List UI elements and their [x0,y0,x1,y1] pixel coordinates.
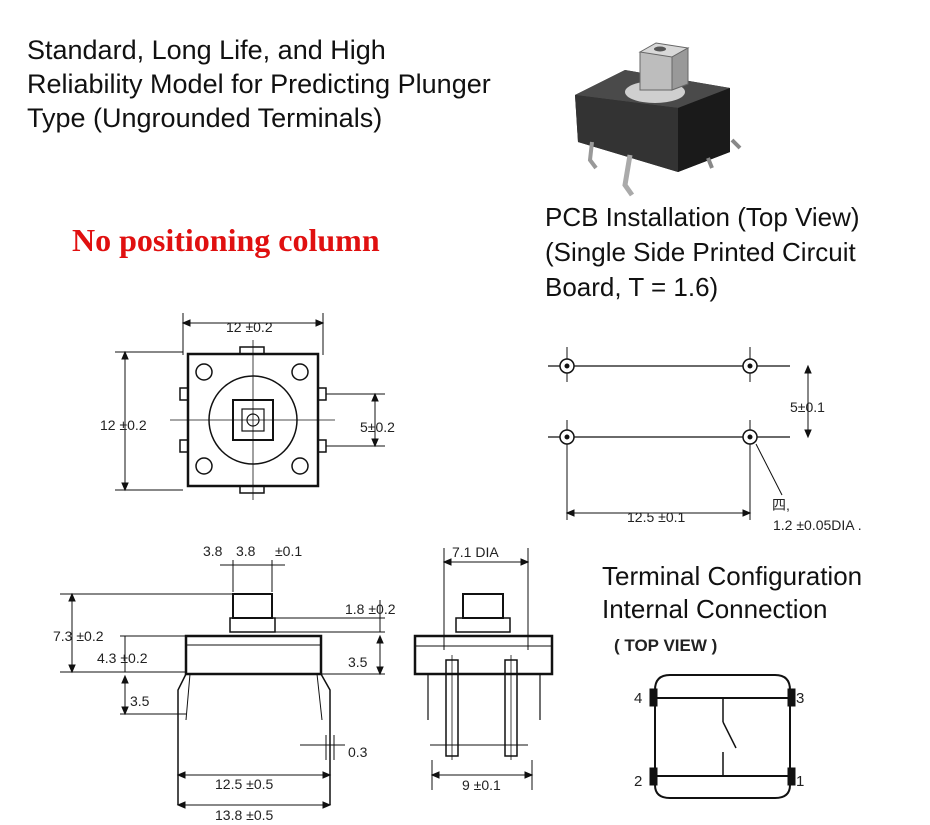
pin-spacing-label: 9 ±0.1 [462,777,501,793]
plunger-height-label: 1.8 ±0.2 [345,601,396,617]
pcb-title-line-2: (Single Side Printed Circuit [545,237,856,267]
title-line-2: Reliability Model for Predicting Plunger [27,69,491,99]
pcb-vertical-dim: 5±0.1 [790,399,825,415]
top-view-label: ( TOP VIEW ) [614,636,718,655]
title-line-1: Standard, Long Life, and High [27,35,386,65]
pin-4-label: 4 [634,690,642,707]
body-height-label: 4.3 ±0.2 [97,650,148,666]
plunger-dia-label: 7.1 DIA [452,544,499,560]
pcb-hole-note-2: 1.2 ±0.05DIA . [773,517,862,533]
pin-width-label: 0.3 [348,744,368,760]
pcb-horizontal-dim: 12.5 ±0.1 [627,509,685,525]
pcb-title-line-3: Board, T = 1.6) [545,272,719,302]
side-dim-2: 3.8 [236,543,256,559]
pcb-hole-pattern [548,347,812,520]
top-pitch-label: 5±0.2 [360,419,395,435]
terminal-config-title: Terminal Configuration Internal Connecti… [602,560,862,626]
terminal-title-line-1: Terminal Configuration [602,561,863,591]
diagram-title: Standard, Long Life, and High Reliabilit… [27,33,491,135]
pin-2-label: 2 [634,773,642,790]
pin-length-label: 3.5 [130,693,150,709]
pin-3-label: 3 [796,690,804,707]
top-view-drawing [115,313,385,500]
base-height-label: 3.5 [348,654,368,670]
notice-text: No positioning column [72,222,380,258]
terminal-connection-drawing [649,674,796,799]
side-view-drawing [60,560,385,809]
side-dim-tol: ±0.1 [275,543,302,559]
front-view-drawing [413,548,554,790]
side-dim-1: 3.8 [203,543,223,559]
overall-width-label: 13.8 ±0.5 [215,807,273,823]
top-width-label: 12 ±0.2 [226,319,273,335]
switch-photo [575,42,742,197]
terminal-title-line-2: Internal Connection [602,594,828,624]
total-height-label: 7.3 ±0.2 [53,628,104,644]
top-height-label: 12 ±0.2 [100,417,147,433]
pcb-hole-note-1: 四, [772,497,790,513]
pcb-title-line-1: PCB Installation (Top View) [545,202,860,232]
title-line-3: Type (Ungrounded Terminals) [27,103,383,133]
pcb-installation-title: PCB Installation (Top View) (Single Side… [545,200,860,305]
pin-1-label: 1 [796,773,804,790]
span-label: 12.5 ±0.5 [215,776,273,792]
